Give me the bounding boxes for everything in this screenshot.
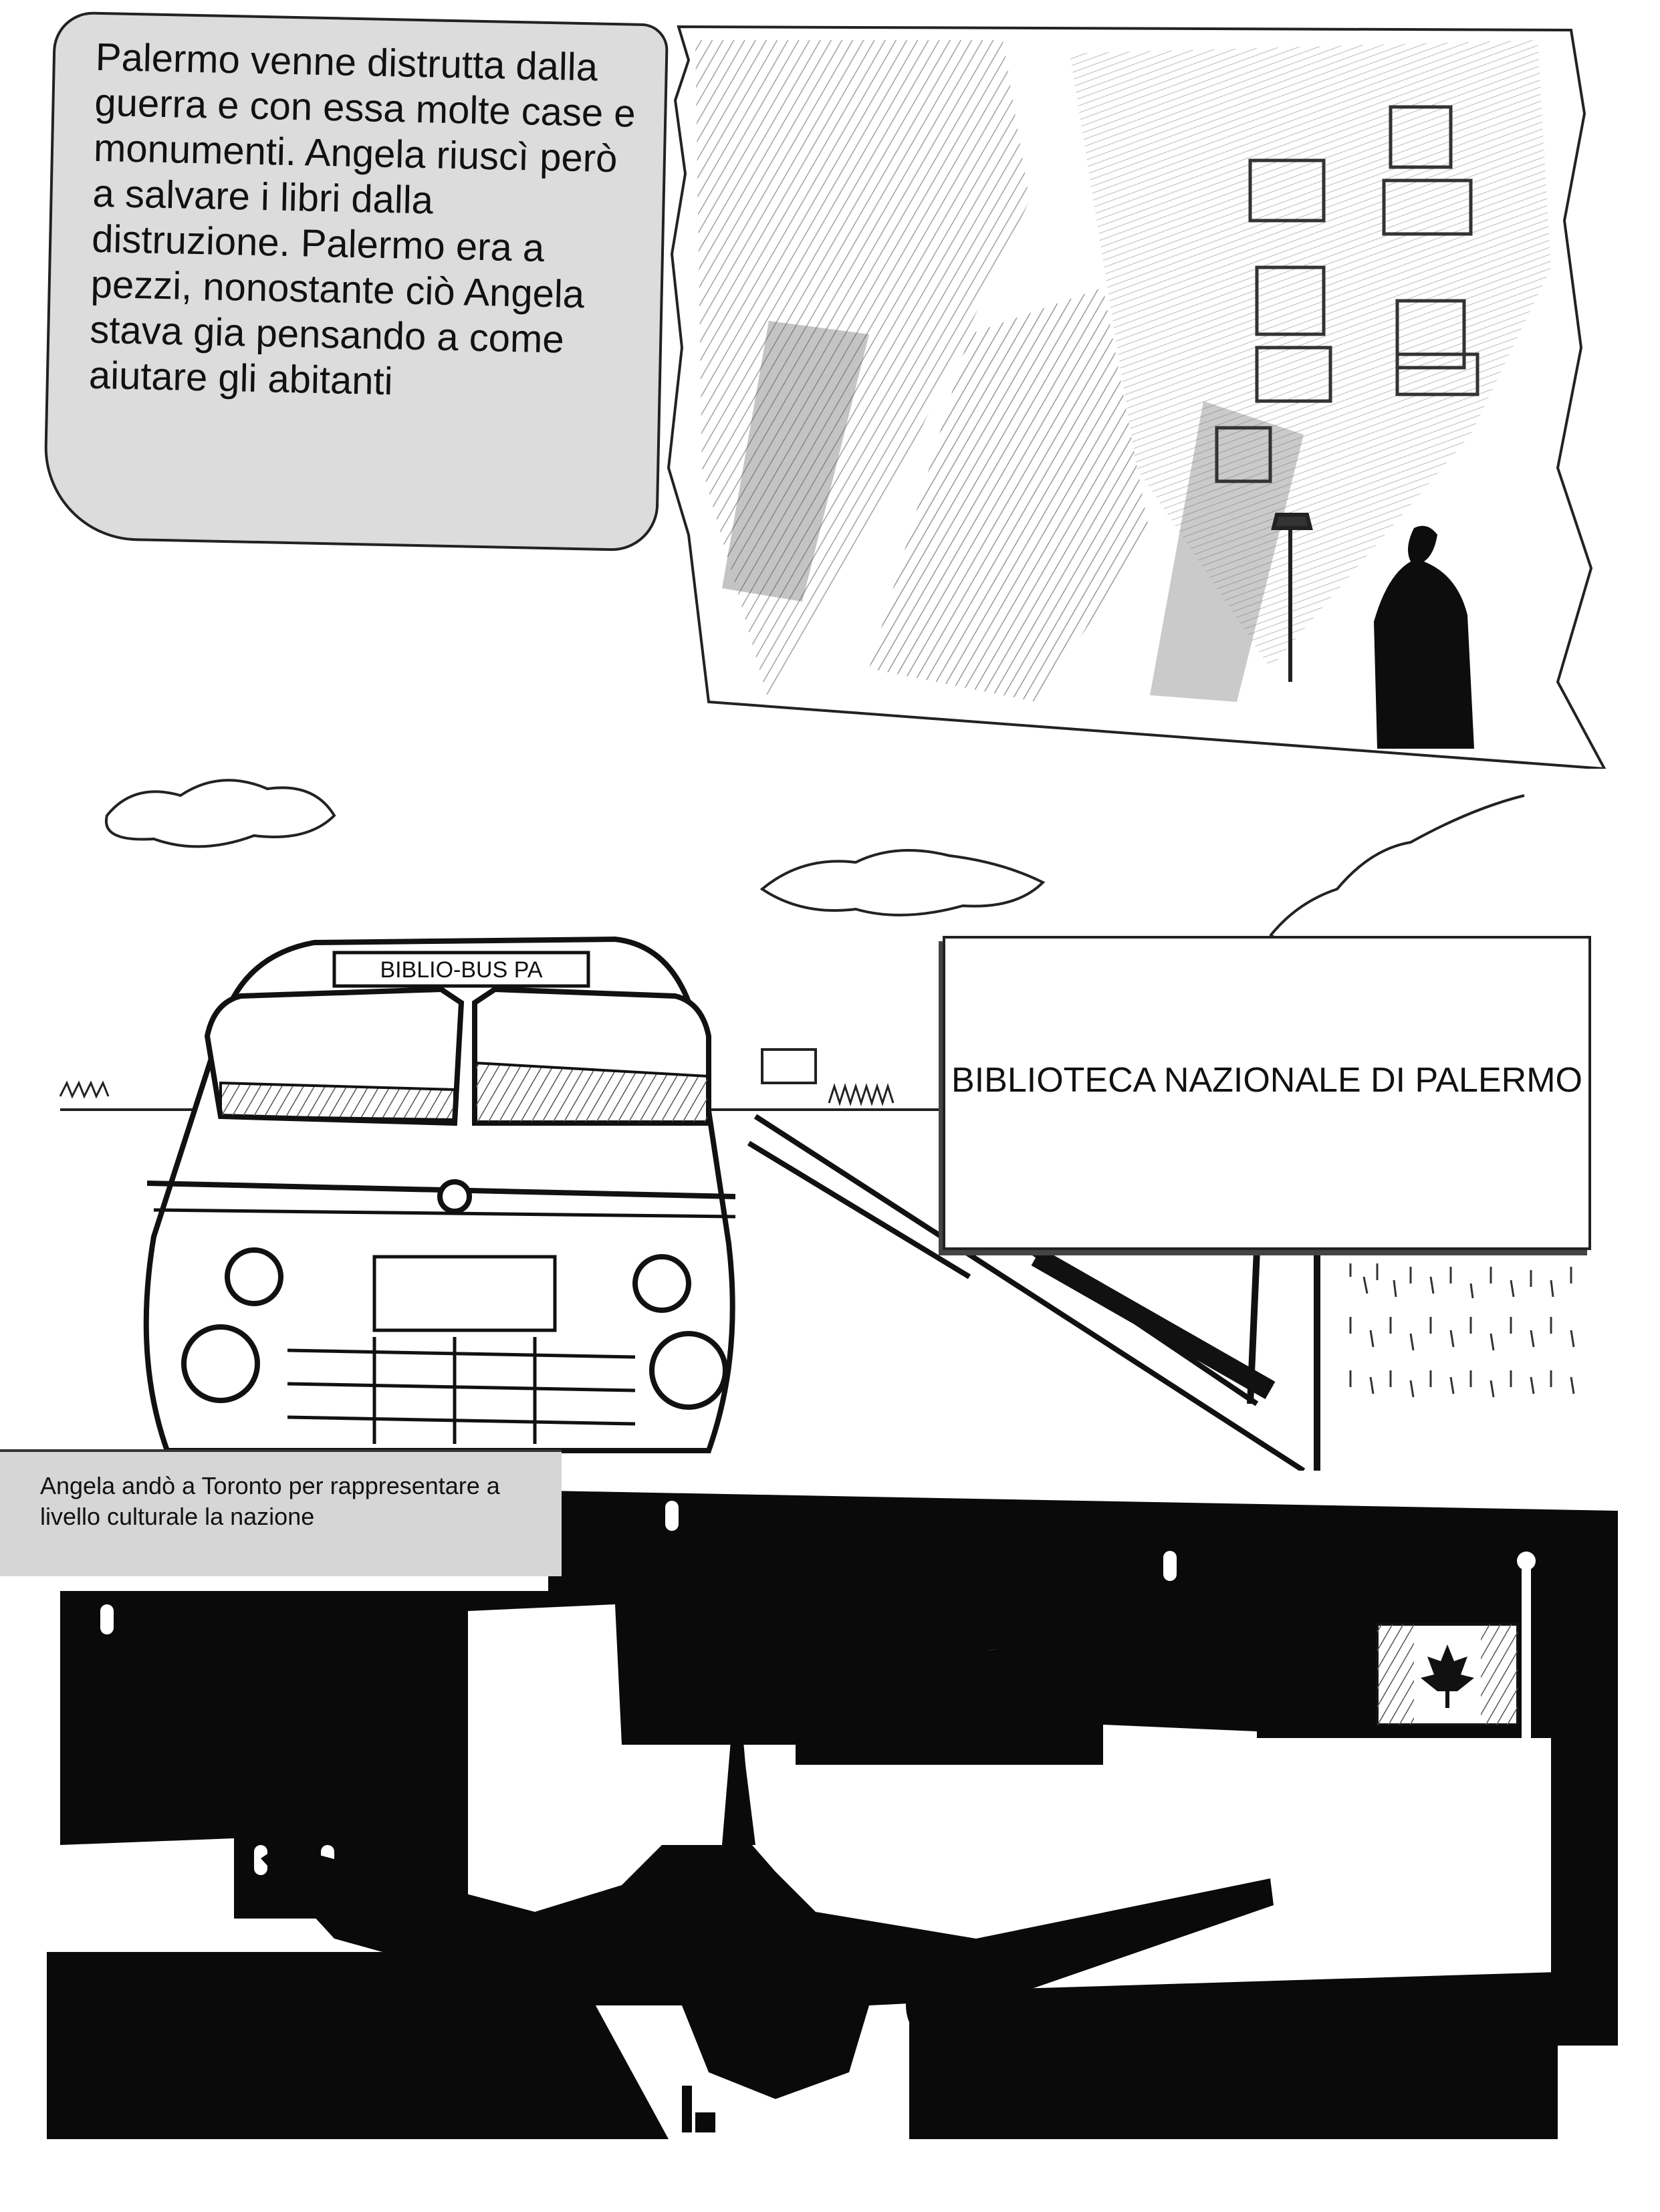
bibliobus: [143, 936, 736, 1453]
runway: [47, 1952, 1558, 2139]
caption-ruins: Palermo venne distrutta dalla guerra e c…: [42, 11, 669, 552]
rubble-texture: [695, 40, 1551, 702]
road-sign-biblioteca: BIBLIOTECA NAZIONALE DI PALERMO: [943, 936, 1591, 1250]
caption-ruins-text: Palermo venne distrutta dalla guerra e c…: [88, 35, 636, 404]
bus-scene-drawing: BIBLIO-BUS PA: [59, 779, 1592, 1471]
sign-posts: [1247, 1249, 1320, 1471]
road-sign-text: BIBLIOTECA NAZIONALE DI PALERMO: [951, 1061, 1582, 1100]
lamp-post: [1271, 513, 1313, 682]
ruined-windows: [1215, 105, 1479, 483]
angela-silhouette: [1374, 525, 1474, 749]
road: [747, 1114, 1306, 1471]
grass-tufts: [59, 1080, 895, 1106]
caption-toronto: Angela andò a Toronto per rappresentare …: [0, 1449, 562, 1576]
panel-toronto: Angela andò a Toronto per rappresentare …: [0, 1449, 1660, 2212]
airplane-silhouette: [261, 1685, 1274, 2132]
field-texture: [1349, 1263, 1575, 1398]
distant-sign: [761, 1048, 817, 1084]
panel-ruins: Palermo venne distrutta dalla guerra e c…: [0, 0, 1660, 769]
panel-bibliobus: BIBLIO-BUS PA: [0, 769, 1660, 1471]
caption-toronto-text: Angela andò a Toronto per rappresentare …: [40, 1472, 500, 1530]
bus-destination-text: BIBLIO-BUS PA: [380, 957, 542, 983]
bus-destination-board: [332, 951, 590, 988]
ruins-drawing: [667, 25, 1607, 769]
toronto-drawing: [47, 1491, 1618, 2139]
